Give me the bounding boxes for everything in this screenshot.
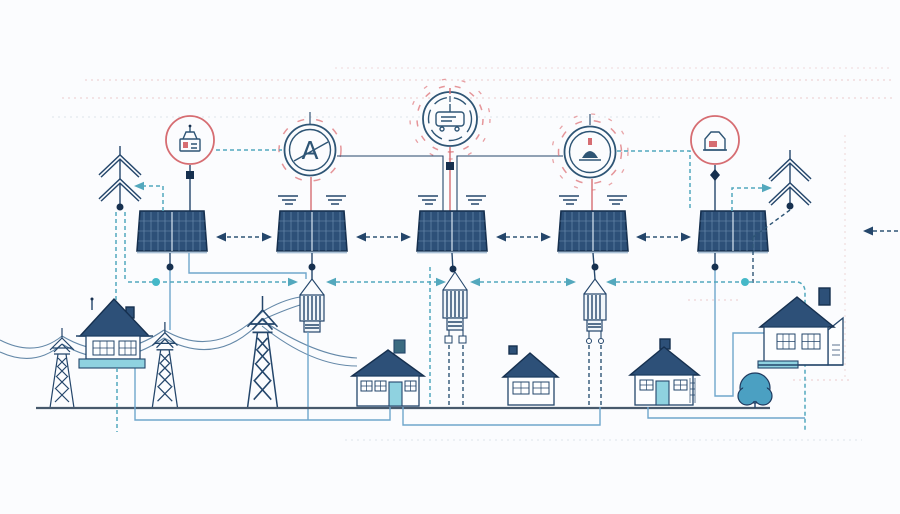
house-e bbox=[757, 287, 844, 369]
pole-transformer-3 bbox=[583, 278, 607, 405]
transmission-tower-1 bbox=[48, 327, 76, 409]
bidirectional-flow-arrow bbox=[356, 232, 411, 242]
door bbox=[388, 381, 403, 407]
monitor-node-controller bbox=[337, 78, 563, 211]
distribution-bus bbox=[128, 267, 806, 432]
panel-flow-arrows bbox=[216, 226, 900, 242]
home-meter-icon bbox=[703, 131, 727, 151]
sensor-flask-icon bbox=[579, 138, 601, 161]
solar-panel-2 bbox=[276, 210, 348, 254]
signal-mast-right bbox=[731, 150, 812, 284]
bidirectional-flow-arrow bbox=[216, 232, 272, 242]
house-d bbox=[628, 338, 701, 406]
pole-transformer-2 bbox=[442, 271, 468, 405]
pole-transformer-1 bbox=[299, 278, 325, 420]
junction-node bbox=[186, 171, 194, 179]
house-left bbox=[76, 297, 153, 432]
monitor-node-left bbox=[165, 115, 215, 211]
ground-symbols bbox=[277, 195, 628, 205]
solar-panel-4 bbox=[557, 210, 629, 254]
solar-panel-1 bbox=[136, 210, 208, 254]
transmission-tower-3 bbox=[245, 295, 280, 409]
bus-node bbox=[741, 278, 749, 286]
house-c bbox=[501, 345, 560, 406]
ammeter-label: A bbox=[301, 136, 318, 165]
mast-link-arrow bbox=[134, 181, 164, 211]
solar-panel-3 bbox=[416, 210, 488, 254]
ammeter-needle bbox=[293, 141, 329, 162]
solar-array bbox=[136, 210, 769, 254]
junction-node bbox=[710, 169, 720, 181]
house-platform bbox=[78, 358, 146, 369]
monitor-node-sensor bbox=[551, 113, 629, 211]
bus-node bbox=[152, 278, 160, 286]
flow-arrow-edge bbox=[863, 226, 900, 236]
house-b bbox=[349, 339, 427, 407]
battery-monitor-icon bbox=[179, 124, 201, 152]
mast-link-arrow bbox=[731, 183, 772, 211]
junction-node bbox=[446, 162, 454, 170]
bidirectional-flow-arrow bbox=[636, 232, 691, 242]
monitor-node-right bbox=[690, 115, 740, 211]
underground-runs bbox=[134, 368, 805, 426]
door bbox=[655, 380, 670, 406]
bus-connector-left bbox=[337, 155, 444, 211]
trellis bbox=[689, 378, 696, 403]
background-guides bbox=[52, 67, 893, 441]
tree bbox=[737, 372, 773, 408]
bidirectional-flow-arrow bbox=[496, 232, 551, 242]
monitor-links bbox=[216, 149, 691, 211]
panel-feeders bbox=[166, 252, 764, 397]
bus-connector-right bbox=[456, 155, 563, 211]
solar-panel-5 bbox=[697, 210, 769, 254]
controller-device-icon bbox=[435, 104, 465, 132]
